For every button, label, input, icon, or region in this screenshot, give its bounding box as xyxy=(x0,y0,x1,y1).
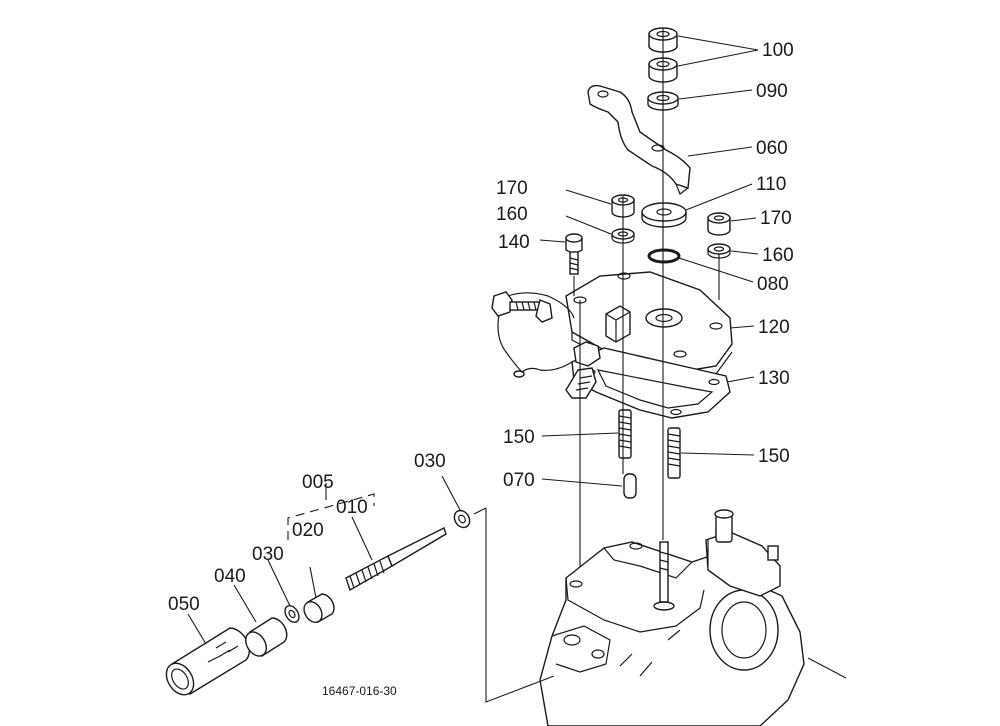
label-050: 050 xyxy=(168,594,200,615)
label-150-right: 150 xyxy=(758,446,790,467)
label-160-left: 160 xyxy=(496,204,528,225)
label-170-left: 170 xyxy=(496,178,528,199)
label-030-mid: 030 xyxy=(252,544,284,565)
stud-150-right[interactable] xyxy=(667,427,681,479)
stud-150-left[interactable] xyxy=(618,409,632,459)
bushing-020[interactable] xyxy=(300,593,335,626)
label-020: 020 xyxy=(292,520,324,541)
label-060: 060 xyxy=(756,138,788,159)
injection-pump-housing xyxy=(539,509,805,726)
label-150-left: 150 xyxy=(503,427,535,448)
washer-030-large[interactable] xyxy=(451,508,472,531)
label-100: 100 xyxy=(762,40,794,61)
washer-110[interactable] xyxy=(641,202,687,228)
shaft-010[interactable] xyxy=(345,527,447,592)
label-110: 110 xyxy=(756,174,786,195)
assembly-axis-lines xyxy=(573,28,720,596)
washer-030-small[interactable] xyxy=(282,603,302,625)
washer-090[interactable] xyxy=(647,91,679,111)
shaft-reference-line xyxy=(473,507,555,703)
lever-060[interactable] xyxy=(587,84,691,195)
seal-tag xyxy=(513,361,573,378)
label-160-right: 160 xyxy=(762,245,794,266)
label-140: 140 xyxy=(498,232,530,253)
label-090: 090 xyxy=(756,81,788,102)
o-ring-080[interactable] xyxy=(647,248,681,264)
sleeve-050[interactable] xyxy=(161,627,250,700)
label-070: 070 xyxy=(503,470,535,491)
bolt-140[interactable] xyxy=(565,233,583,275)
label-030-top: 030 xyxy=(414,451,446,472)
drawing-code: 16467-016-30 xyxy=(322,684,397,698)
label-005: 005 xyxy=(302,472,334,493)
label-170-right: 170 xyxy=(760,208,792,229)
cover-plate-120[interactable] xyxy=(565,271,733,381)
nut-170-right[interactable] xyxy=(707,212,731,236)
part-labels: 100 090 060 110 170 160 140 170 160 080 … xyxy=(168,40,794,698)
label-010: 010 xyxy=(336,497,368,518)
label-040: 040 xyxy=(214,566,246,587)
bolt-with-wire[interactable] xyxy=(491,291,575,373)
label-080: 080 xyxy=(757,274,789,295)
collar-040[interactable] xyxy=(241,617,288,660)
assembly-005-bracket xyxy=(287,483,375,540)
leader-lines xyxy=(187,35,847,679)
label-130: 130 xyxy=(758,368,790,389)
label-120: 120 xyxy=(758,317,790,338)
key-070[interactable] xyxy=(623,473,637,499)
